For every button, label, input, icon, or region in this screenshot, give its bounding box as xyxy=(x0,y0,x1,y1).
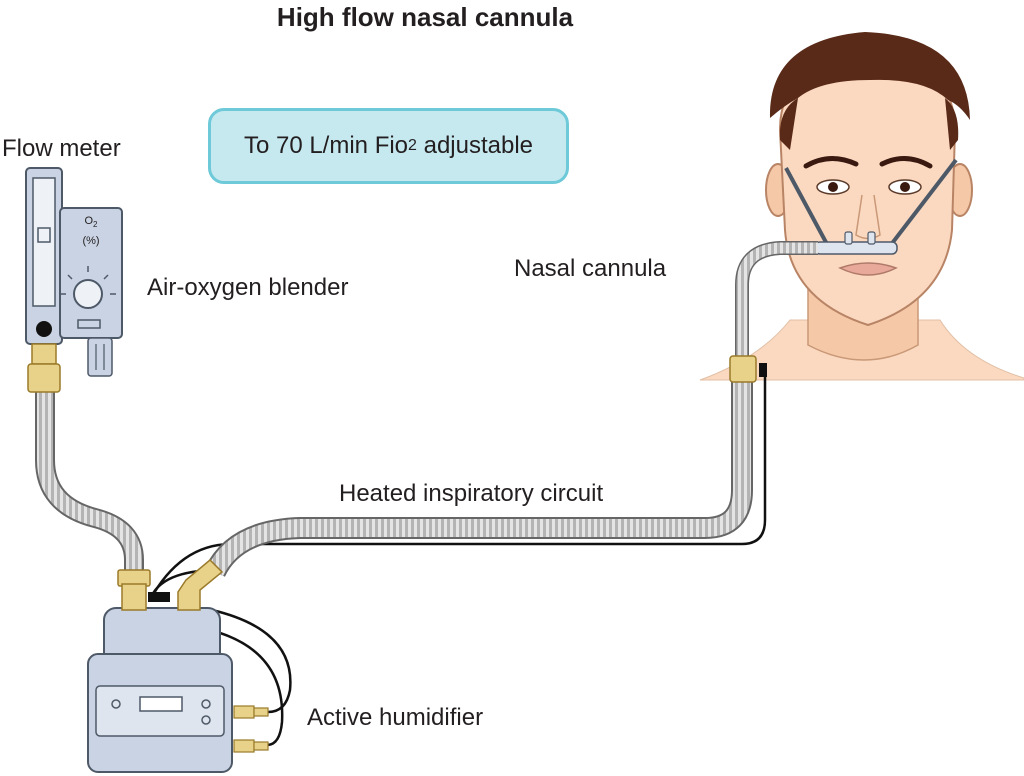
blender-gas-sub: 2 xyxy=(93,220,98,230)
flow-note-prefix: To 70 L/min Fio xyxy=(243,132,409,159)
blender-unit-label: (%) xyxy=(82,235,100,247)
label-active-humidifier: Active humidifier xyxy=(307,704,484,731)
diagram-title: High flow nasal cannula xyxy=(276,2,574,32)
active-humidifier-device xyxy=(87,558,269,773)
label-air-oxygen-blender: Air-oxygen blender xyxy=(147,274,349,301)
flow-meter xyxy=(25,167,63,393)
humidifier-cable xyxy=(211,608,292,714)
label-nasal-cannula: Nasal cannula xyxy=(514,255,667,282)
flow-note-suffix: adjustable xyxy=(416,132,534,159)
label-flow-meter: Flow meter xyxy=(2,135,121,162)
flow-note-subscript: 2 xyxy=(408,137,417,154)
circuit-connector xyxy=(729,355,757,383)
label-heated-inspiratory-circuit: Heated inspiratory circuit xyxy=(339,480,604,507)
blender-gas-label: O2 xyxy=(71,216,111,229)
air-oxygen-blender xyxy=(59,207,123,377)
blender-gas: O xyxy=(84,215,94,227)
patient-face xyxy=(699,32,1024,381)
